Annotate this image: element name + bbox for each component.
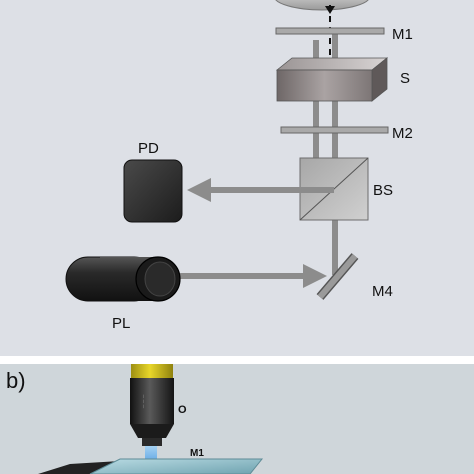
label-m4: M4 — [372, 283, 393, 300]
objective-tip — [142, 438, 162, 446]
objective-illustration: b) _ _ _ O M1 — [6, 364, 264, 474]
axis-arrow-top — [325, 6, 335, 14]
objective-nose — [130, 424, 174, 438]
label-pl: PL — [112, 315, 130, 332]
glass-slide — [89, 458, 264, 474]
objective-engraving: _ _ _ — [138, 394, 144, 409]
top-lens — [275, 0, 369, 11]
mirror-m4-face — [317, 254, 358, 299]
panel-b-label: b) — [6, 368, 26, 393]
objective-yellow-band — [131, 364, 173, 380]
label-m2: M2 — [392, 125, 413, 142]
label-pd: PD — [138, 140, 159, 157]
mirror-m2 — [280, 126, 389, 134]
element-s-front — [276, 69, 373, 102]
label-s: S — [400, 70, 410, 87]
element-s-top — [275, 57, 389, 71]
laser-aperture — [144, 261, 176, 297]
objective-barrel — [130, 378, 174, 424]
beam-path-diagram: M1 S M2 BS PD M4 PL — [65, 0, 413, 332]
objective-label: O — [178, 404, 187, 416]
label-m1: M1 — [392, 26, 413, 43]
panel-a-beam-path: M1 S M2 BS PD M4 PL — [0, 0, 474, 356]
photodetector — [123, 159, 183, 223]
panel-b-objective-view: b) _ _ _ O M1 — [0, 364, 474, 474]
mirror-m1 — [275, 27, 385, 35]
m1-label: M1 — [190, 448, 204, 459]
label-bs: BS — [373, 182, 393, 199]
